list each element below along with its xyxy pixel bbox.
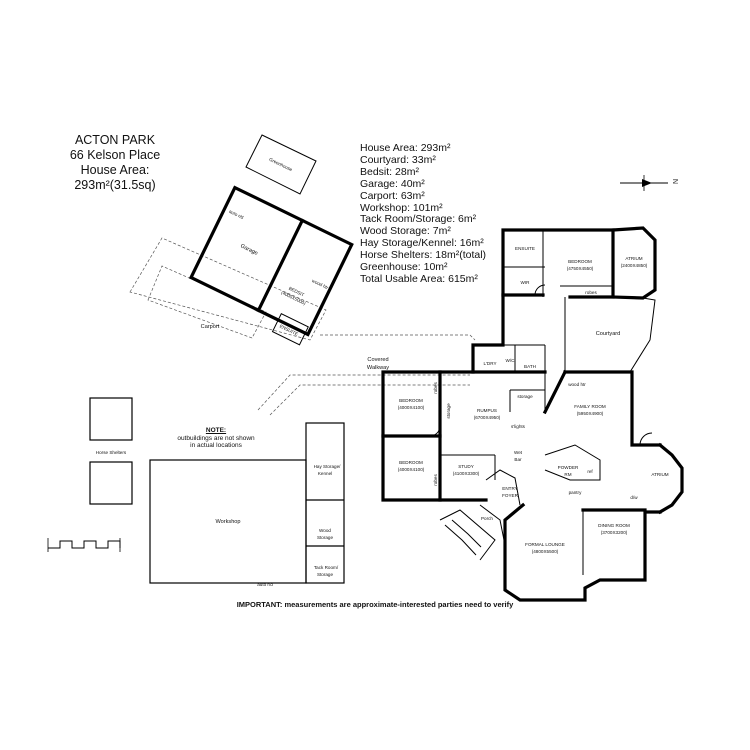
property-name: ACTON PARK [74, 133, 156, 147]
hay-storage-label-2: Kennel [318, 471, 332, 476]
atrium-top-label: ATRIUM [625, 256, 642, 261]
atrium-right-label: ATRIUM [651, 472, 668, 477]
area-house: House Area: 293m² [360, 142, 451, 154]
wood-storage-label-1: Wood [319, 528, 331, 533]
bedroom-2-dim: (4000X4100) [398, 467, 425, 472]
formal-lounge-label: FORMAL LOUNGE [525, 542, 565, 547]
area-carport: Carport: 63m² [360, 189, 425, 202]
storage-rumpus-label: storage [446, 403, 451, 419]
house-area-title: House Area: 293m²(31.5sq) [74, 163, 156, 192]
area-bedsit: Bedsit: 28m² [360, 165, 419, 178]
ldry-label: L'DRY [483, 361, 496, 366]
workshop-label: Workshop [215, 519, 240, 525]
scale-bar [47, 538, 121, 552]
atrium-top-dim: (2400X4850) [621, 263, 648, 268]
bedsit-label: BEDSIT [288, 286, 305, 298]
robes-b1-label: robes [433, 382, 438, 394]
dining-room-label: DINING ROOM [598, 523, 630, 528]
entry-label: ENTRY [502, 486, 518, 491]
greenhouse-label: Greenhouse [268, 157, 293, 173]
area-total: Total Usable Area: 615m² [360, 272, 478, 285]
wir-label: WIR [521, 280, 531, 285]
tack-room-label-2: Storage [317, 572, 334, 577]
area-courtyard: Courtyard: 33m² [360, 153, 436, 166]
bedroom-main-dim: (4750X4550) [567, 266, 594, 271]
greenhouse: Greenhouse [245, 134, 317, 195]
area-garage: Garage: 40m² [360, 177, 425, 190]
north-arrow: N [620, 175, 680, 191]
wc-label: W/C [506, 358, 516, 363]
bath-label: BATH [524, 364, 536, 369]
workshop-complex: Workshop auto r/d Hay Storage/ Kennel Wo… [149, 422, 345, 587]
ref-label: ref [587, 469, 593, 474]
area-horse-shelters: Horse Shelters: 18m²(total) [360, 249, 487, 262]
powder-rm-label-1: POWDER [558, 465, 579, 470]
ensuite-label: ENSUITE [515, 246, 535, 251]
carport-label: Carport [201, 324, 220, 330]
garage-label: Garage [239, 243, 258, 257]
workshop-auto-rd: auto r/d [257, 582, 273, 587]
area-tack-room: Tack Room/Storage: 6m² [360, 213, 477, 226]
area-hay-storage: Hay Storage/Kennel: 16m² [360, 237, 484, 250]
formal-lounge-dim: (4800X5500) [532, 549, 559, 554]
family-room-dim: (5950X4900) [577, 411, 604, 416]
main-house: ENSUITE WIR BEDROOM (4750X4550) ATRIUM (… [381, 226, 684, 602]
family-room-label: FAMILY ROOM [574, 404, 606, 409]
hay-storage-label-1: Hay Storage/ [314, 464, 342, 469]
covered-walkway-line2: Walkway [367, 365, 389, 371]
note-text: outbuildings are not shown in actual loc… [177, 434, 255, 450]
tack-room-label-1: Tack Room/ [314, 565, 339, 570]
garage-auto-rd: auto r/d [228, 209, 245, 221]
bedroom-main-label: BEDROOM [568, 259, 592, 264]
note-title: NOTE: [205, 427, 227, 434]
area-schedule: House Area: 293m² Courtyard: 33m² Bedsit… [360, 142, 487, 286]
powder-rm-label-2: RM [564, 472, 571, 477]
carport: Carport [129, 237, 327, 341]
pantry-label: pantry [569, 490, 582, 495]
bedroom-1-label: BEDROOM [399, 398, 423, 403]
title-block: ACTON PARK 66 Kelson Place House Area: 2… [40, 133, 190, 193]
foyer-label: FOYER [502, 493, 519, 498]
skylights-label: s'lights [511, 424, 526, 429]
study-label: STUDY [458, 464, 474, 469]
garage-bedsit-block: auto r/d Garage BEDSIT (4000X5000) wood … [188, 185, 354, 346]
area-greenhouse: Greenhouse: 10m² [360, 261, 448, 274]
storage-hall-label: storage [517, 394, 533, 399]
robes-b2-label: robes [433, 474, 438, 486]
horse-shelters: Horse Shelters [89, 397, 133, 505]
dining-room-dim: (3700X3200) [601, 530, 628, 535]
area-workshop: Workshop: 101m² [360, 201, 443, 214]
robes-main-label: robes [585, 290, 597, 295]
bedroom-1-dim: (4000X4100) [398, 405, 425, 410]
porch-label: Porch [481, 516, 493, 521]
wood-storage-label-2: Storage [317, 535, 334, 540]
covered-walkway-line1: Covered [367, 357, 388, 363]
rumpus-dim: (6700X4950) [474, 415, 501, 420]
covered-walkway: Covered Walkway [257, 334, 476, 416]
wood-htr-family-label: wood htr [568, 382, 586, 387]
courtyard-label: Courtyard [596, 331, 621, 337]
bedsit-wood-htr: wood htr [311, 278, 329, 290]
property-address: 66 Kelson Place [69, 148, 161, 162]
outbuilding-note: NOTE: outbuildings are not shown in actu… [176, 427, 256, 450]
wet-bar-line2: Bar [514, 457, 522, 462]
disclaimer: IMPORTANT: measurements are approximate-… [236, 600, 514, 609]
dw-label: d/w [630, 495, 638, 500]
study-dim: (4100X3300) [453, 471, 480, 476]
horse-shelters-label: Horse Shelters [96, 450, 127, 455]
north-label: N [673, 179, 680, 184]
area-wood-storage: Wood Storage: 7m² [360, 225, 451, 238]
bedroom-2-label: BEDROOM [399, 460, 423, 465]
wet-bar-line1: Wet [514, 450, 523, 455]
rumpus-label: RUMPUS [477, 408, 497, 413]
